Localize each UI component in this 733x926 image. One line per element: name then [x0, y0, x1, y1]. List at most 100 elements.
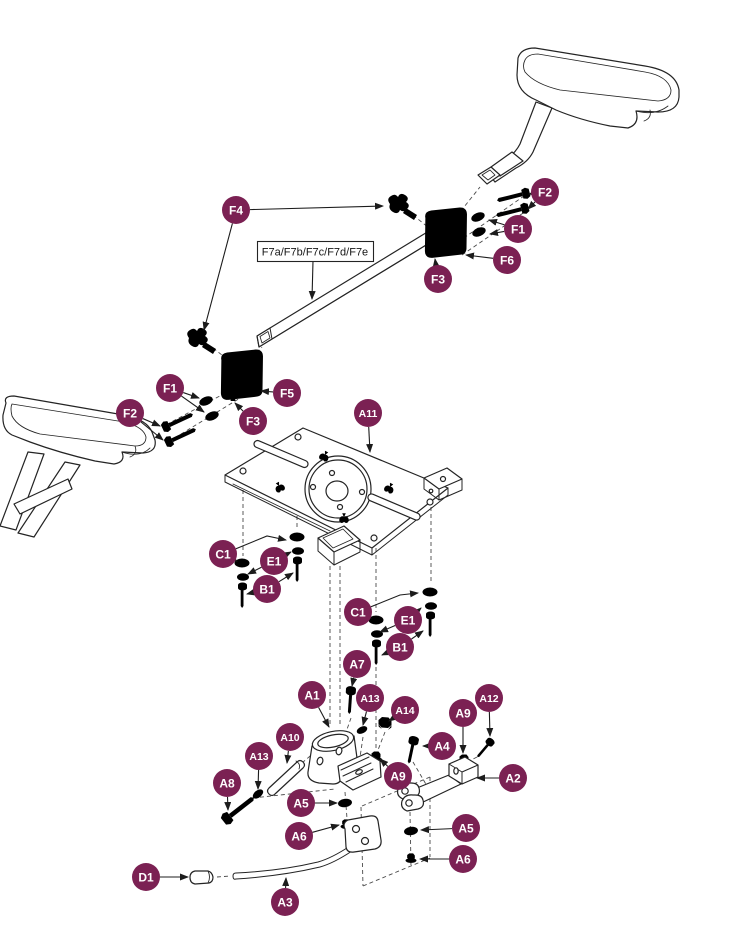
hardware-stack-right-b: [422, 587, 438, 637]
callout-e1-left: E1: [247, 547, 292, 575]
callout-label-a11: A11: [359, 408, 378, 420]
leader-arrow-b1-right: [411, 630, 424, 640]
callout-b1-left: B1: [246, 572, 294, 603]
nut-a6-right: [405, 853, 417, 863]
leader-arrow-f5: [260, 388, 274, 396]
callout-label-b1-left: B1: [259, 582, 275, 596]
callout-circle-a14: [391, 696, 419, 724]
leader-arrow-a12: [486, 711, 494, 737]
callout-label-a6-left: A6: [291, 829, 307, 843]
callout-f3-left: F3: [234, 402, 267, 435]
callout-f2-left: F2: [116, 399, 164, 441]
leader-arrow-f2-right: [527, 200, 537, 210]
callout-circle-d1: [132, 863, 160, 891]
callout-label-a8: A8: [219, 776, 235, 790]
clamp-knob-right: [388, 193, 417, 220]
callout-circle-a11: [354, 399, 382, 427]
callout-label-f6: F6: [500, 253, 514, 267]
callout-circle-a2: [499, 764, 527, 792]
callout-f3-right: F3: [424, 258, 452, 293]
leader-arrow-f1-left: [183, 392, 200, 399]
callout-circle-a4: [428, 732, 456, 760]
callout-circle-a8: [213, 769, 241, 797]
leader-arrow-a14: [388, 713, 398, 722]
callout-a10: A10: [276, 723, 304, 764]
callout-label-a14: A14: [395, 705, 414, 717]
callout-circle-e1-left: [260, 547, 288, 575]
callout-circle-a9-mid: [384, 762, 412, 790]
callout-a9-mid: A9: [379, 758, 412, 790]
leader-arrow-a11: [366, 426, 374, 453]
leader-arrow-f3-left: [234, 402, 244, 412]
callout-circle-a7: [343, 650, 371, 678]
hardware-stack-left-b: [289, 532, 305, 582]
callout-circle-f2-right: [531, 178, 559, 206]
leader-arrow-a9-mid: [379, 758, 389, 768]
leader-arrow-f1-left: [181, 395, 205, 413]
callout-a4: A4: [422, 732, 456, 760]
leader-arrow-a1: [318, 707, 330, 728]
callout-circle-f1-left: [156, 374, 184, 402]
clamp-housing-a1: [307, 730, 382, 791]
callout-circle-a6-right: [449, 845, 477, 873]
callout-circle-c1-right: [344, 598, 372, 626]
leader-arrow-f6: [465, 252, 494, 260]
callout-circle-f1-right: [504, 215, 532, 243]
callout-a6-right: A6: [419, 845, 477, 873]
leader-arrow-f3-right: [432, 258, 440, 268]
bolt-a8: [219, 792, 258, 827]
leader-arrow-a13-bottom: [254, 769, 262, 790]
leader-arrow-e1-right: [379, 625, 396, 633]
washers-f1-right: [469, 210, 488, 239]
callout-a1: A1: [298, 681, 330, 728]
callout-circle-f3-left: [239, 407, 267, 435]
callout-circle-a13-bottom: [245, 742, 273, 770]
callout-label-c1-left: C1: [215, 547, 231, 561]
callout-label-a13-top: A13: [360, 693, 379, 705]
callout-a6-left: A6: [285, 822, 340, 850]
leader-arrow-b1-left: [278, 572, 294, 583]
set-screw-left: [230, 393, 236, 401]
callout-e1-right: E1: [379, 606, 422, 634]
reference-label-f7: F7a/F7b/F7c/F7d/F7e: [256, 240, 375, 300]
callout-circle-a13-top: [356, 684, 384, 712]
leader-arrow-a10: [284, 750, 292, 764]
callout-circle-a12: [475, 684, 503, 712]
leader-arrow-f1-right: [488, 219, 505, 226]
callout-circle-f2-left: [116, 399, 144, 427]
callout-label-b1-right: B1: [392, 640, 408, 654]
callout-label-a2: A2: [505, 771, 521, 785]
callout-circle-f3-right: [424, 265, 452, 293]
callout-label-a9-mid: A9: [390, 769, 406, 783]
leader-arrow-f2-left: [142, 418, 161, 427]
callout-a9-top: A9: [449, 699, 477, 754]
callout-f5: F5: [260, 379, 301, 407]
set-screw-right: [431, 243, 437, 251]
callout-label-a6-right: A6: [455, 852, 471, 866]
washer-a5-left: [337, 797, 353, 809]
callout-circle-c1-left: [209, 540, 237, 568]
callout-label-a12: A12: [479, 693, 498, 705]
hardware-stack-right-a: [368, 615, 384, 665]
callout-f1-left: F1: [156, 374, 205, 413]
callout-circle-f6: [493, 246, 521, 274]
callout-label-a13-bottom: A13: [249, 751, 268, 763]
seat-plate-a11: [224, 427, 463, 566]
hardware-stack-left-a: [234, 558, 250, 608]
screw-a7: [344, 685, 357, 715]
callout-label-f2-right: F2: [538, 185, 552, 199]
armrest-left: [0, 395, 156, 538]
leader-arrow-a5-right: [420, 826, 453, 834]
callout-label-e1-right: E1: [401, 613, 416, 627]
screw-a12: [474, 736, 496, 761]
callout-a13-top: A13: [356, 684, 384, 726]
armrest-right: [477, 47, 680, 185]
leader-arrow-e1-left: [247, 566, 262, 575]
washer-a13-top: [355, 724, 369, 736]
callout-label-f2-left: F2: [123, 406, 137, 420]
receiver-bracket-left: [216, 345, 267, 404]
callout-d1: D1: [132, 863, 189, 891]
leader-arrow-e1-right: [412, 607, 422, 616]
